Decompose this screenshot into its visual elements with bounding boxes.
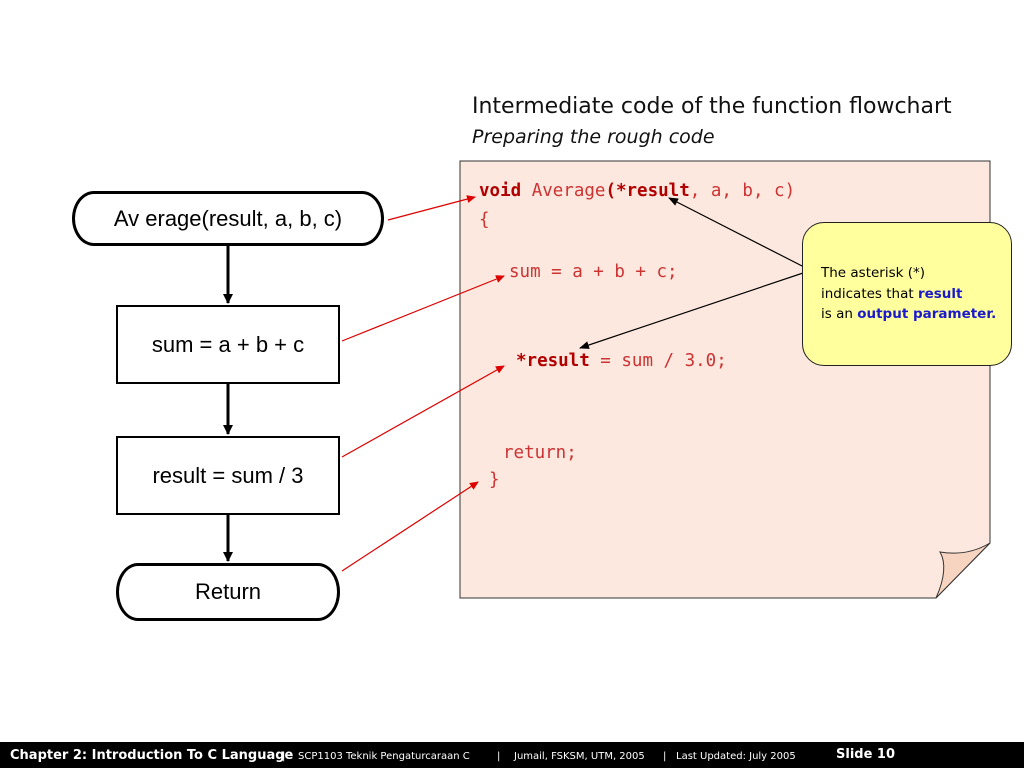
code-function-name: Average <box>521 181 606 201</box>
note-fold <box>935 542 991 599</box>
callout-line-1: The asterisk (*) <box>821 265 926 281</box>
flow-start-terminal: Av erage(result, a, b, c) <box>72 191 384 246</box>
code-line-open-brace: { <box>479 210 490 230</box>
connector-sum <box>341 275 505 342</box>
flow-end-terminal: Return <box>116 563 340 621</box>
callout-text: indicates that <box>821 285 918 302</box>
footer-chapter: Chapter 2: Introduction To C Language <box>10 748 294 763</box>
slide-title: Intermediate code of the function flowch… <box>472 94 952 119</box>
footer-slide-number: Slide 10 <box>836 747 896 762</box>
callout-bubble: The asterisk (*) indicates that result i… <box>802 222 1012 366</box>
connector-return <box>341 481 479 572</box>
flow-process-sum: sum = a + b + c <box>116 305 340 384</box>
callout-pointer-2 <box>579 271 807 349</box>
code-line-return: return; <box>503 443 577 463</box>
flow-end-label: Return <box>194 579 262 604</box>
code-params-rest: , a, b, c) <box>689 181 796 201</box>
callout-line-3: is an output parameter. <box>821 304 1001 325</box>
flow-process-result: result = sum / 3 <box>116 436 340 515</box>
footer-updated: Last Updated: July 2005 <box>676 751 796 762</box>
footer-separator: | <box>663 751 667 762</box>
callout-text: is an <box>821 306 858 322</box>
footer-author: Jumail, FSKSM, UTM, 2005 <box>514 751 645 762</box>
code-line-result: *result = sum / 3.0; <box>516 351 727 371</box>
footer-separator: | <box>497 751 501 762</box>
connector-result <box>341 365 505 458</box>
flow-sum-label: sum = a + b + c <box>151 331 305 357</box>
footer-course: SCP1103 Teknik Pengaturcaraan C <box>298 751 470 762</box>
footer-separator: | <box>282 751 286 762</box>
code-line-sum: sum = a + b + c; <box>509 262 678 282</box>
callout-pointer-1 <box>668 197 807 269</box>
connector-start <box>387 195 476 221</box>
code-deref-result: *result <box>516 351 590 371</box>
code-param-result: (*result <box>605 181 690 201</box>
code-result-expr: = sum / 3.0; <box>589 351 727 371</box>
code-line-signature: void Average(*result, a, b, c) <box>479 181 795 201</box>
flow-result-label: result = sum / 3 <box>152 462 304 488</box>
flow-start-label: Av erage(result, a, b, c) <box>113 205 343 231</box>
callout-highlight-result: result <box>917 285 963 302</box>
callout-highlight-output: output parameter <box>857 306 992 322</box>
code-keyword-void: void <box>479 181 522 201</box>
callout-period: . <box>991 306 997 322</box>
slide-subtitle: Preparing the rough code <box>472 126 715 148</box>
code-line-close-brace: } <box>489 470 500 490</box>
slide-footer: Chapter 2: Introduction To C Language | … <box>0 742 1024 768</box>
callout-line-2: indicates that result <box>821 284 1001 305</box>
